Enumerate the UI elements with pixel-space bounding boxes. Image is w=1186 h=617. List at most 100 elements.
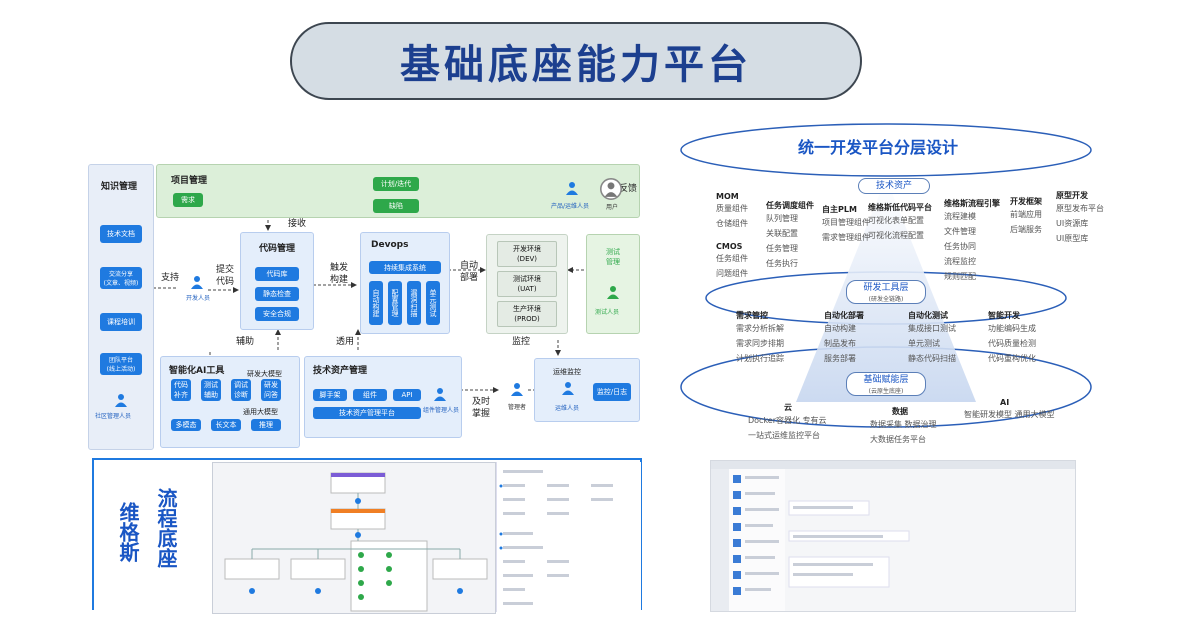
- person-icon: [115, 394, 127, 407]
- ai-tool-debug[interactable]: 调试 诊断: [231, 379, 251, 401]
- manager-icon: [511, 383, 523, 396]
- long-text-button[interactable]: 长文本: [211, 419, 241, 431]
- vertical-label-workflow-base: 流程底座: [154, 488, 178, 568]
- person-icon: [566, 182, 578, 195]
- requirement-button[interactable]: 需求: [173, 193, 203, 207]
- ops-panel: 运维监控 运维人员 监控/日志: [534, 358, 640, 422]
- env-uat[interactable]: 测试环境 (UAT): [497, 271, 557, 297]
- ops-person-label: 运维人员: [555, 405, 580, 412]
- manager-label: 管理者: [508, 404, 527, 411]
- knowledge-title: 知识管理: [101, 182, 138, 192]
- component-button[interactable]: 组件: [353, 389, 387, 401]
- ai-tool-qa[interactable]: 研发 问答: [261, 379, 281, 401]
- col-framework: 开发框架前端应用后端服务: [1010, 197, 1042, 234]
- unit-test-step[interactable]: 单元测试: [426, 281, 440, 325]
- col-task-scheduler: 任务调度组件队列管理关联配置任务管理任务执行: [766, 201, 814, 268]
- ci-system-button[interactable]: 持续集成系统: [369, 261, 441, 274]
- env-panel: 开发环境 (DEV) 测试环境 (UAT) 生产环境 (PROD): [486, 234, 568, 334]
- env-prod[interactable]: 生产环境 (PROD): [497, 301, 557, 327]
- devops-title: Devops: [371, 240, 409, 250]
- knowledge-item-share[interactable]: 交流分享 (文章、视频): [100, 267, 142, 289]
- ai-panel: 智能化AI工具 研发大模型 代码 补齐 测试 辅助 调试 诊断 研发 问答 通用…: [160, 356, 300, 448]
- user-icon: [600, 178, 622, 200]
- col-lowcode: 维格斯低代码平台可视化表单配置可视化流程配置: [868, 203, 932, 240]
- col-smart-dev: 智能开发功能编码生成代码质量检测代码重构优化: [988, 311, 1036, 363]
- layered-design-title: 统一开发平台分层设计: [798, 138, 959, 157]
- vuln-scan-step[interactable]: 漏洞扫描: [407, 281, 421, 325]
- tech-asset-pill[interactable]: 技术资产: [858, 178, 930, 194]
- component-admin-label: 组件管理人员: [423, 407, 460, 414]
- product-ops-label: 产品/运维人员: [551, 203, 590, 210]
- tester-icon: [607, 286, 619, 299]
- reasoning-button[interactable]: 推理: [251, 419, 281, 431]
- code-panel: 代码管理 代码库 静态检查 安全合规: [240, 232, 314, 330]
- general-llm-label: 通用大模型: [243, 408, 278, 416]
- community-admin-label: 社区管理人员: [95, 413, 132, 420]
- support-label: 支持: [161, 273, 180, 283]
- workflow-graph: [224, 472, 488, 612]
- config-step[interactable]: 配置管理: [388, 281, 402, 325]
- env-dev[interactable]: 开发环境 (DEV): [497, 241, 557, 267]
- ops-person-icon: [562, 382, 574, 395]
- workflow-form-screenshot: [496, 462, 641, 612]
- code-repo-button[interactable]: 代码库: [255, 267, 299, 281]
- code-title: 代码管理: [259, 244, 296, 254]
- rd-tools-title: 研发工具层: [863, 283, 909, 293]
- component-admin-icon: [434, 388, 446, 401]
- rd-tools-pill[interactable]: 研发工具层(研发全链路): [846, 280, 926, 304]
- knowledge-item-docs[interactable]: 技术文档: [100, 225, 142, 243]
- base-enable-pill[interactable]: 基础赋能层 (云原生底座): [846, 372, 926, 396]
- security-compliance-button[interactable]: 安全合规: [255, 307, 299, 321]
- monitor-log-button[interactable]: 监控/日志: [593, 383, 631, 401]
- ai-title: 智能化AI工具: [169, 366, 225, 376]
- base-enable-sub: (云原生底座): [868, 388, 904, 395]
- form-placeholder: [499, 470, 613, 605]
- reuse-label: 透用: [336, 337, 355, 347]
- developer-label: 开发人员: [186, 295, 211, 302]
- assets-title: 技术资产管理: [313, 366, 368, 376]
- col-auto-deploy: 自动化部署自动构建制品发布服务部署: [824, 311, 864, 363]
- trigger-build-label: 触发 构建: [330, 263, 349, 285]
- multimodal-button[interactable]: 多模态: [171, 419, 201, 431]
- asset-platform-button[interactable]: 技术资产管理平台: [313, 407, 421, 419]
- knowledge-panel: 知识管理 技术文档 交流分享 (文章、视频) 课程培训 团队平台 (线上活动) …: [88, 164, 154, 450]
- ai-tool-test[interactable]: 测试 辅助: [201, 379, 221, 401]
- assets-panel: 技术资产管理 脚手架 组件 API 技术资产管理平台 组件管理人员: [304, 356, 462, 438]
- user-label: 用户: [606, 204, 619, 211]
- page-title: 基础底座能力平台: [290, 22, 862, 100]
- app-placeholder: [711, 461, 1075, 611]
- knowledge-item-training[interactable]: 课程培训: [100, 313, 142, 331]
- col-data: 数据数据采集 数据治理大数据任务平台: [870, 407, 937, 444]
- col-req-control: 需求管控需求分析拆解需求同步排期计划执行追踪: [736, 311, 784, 363]
- submit-code-label: 提交 代码: [216, 265, 235, 287]
- base-enable-title: 基础赋能层: [863, 375, 909, 385]
- receive-label: 接收: [288, 219, 307, 229]
- devops-panel: Devops 持续集成系统 自动构建 配置管理 漏洞扫描 单元测试: [360, 232, 450, 334]
- ops-title: 运维监控: [553, 368, 581, 376]
- defect-button[interactable]: 缺陷: [373, 199, 419, 213]
- devops-architecture-diagram: 知识管理 技术文档 交流分享 (文章、视频) 课程培训 团队平台 (线上活动) …: [88, 160, 640, 450]
- monitor-label: 监控: [512, 337, 531, 347]
- test-title: 测试 管理: [606, 248, 620, 266]
- scaffold-button[interactable]: 脚手架: [313, 389, 347, 401]
- workflow-preview: 维格斯 流程底座: [92, 458, 642, 614]
- test-panel: 测试 管理 测试人员: [586, 234, 640, 334]
- project-panel: 项目管理 需求 计划/迭代 缺陷 产品/运维人员 反馈: [156, 164, 640, 218]
- ai-tool-complete[interactable]: 代码 补齐: [171, 379, 191, 401]
- knowledge-item-team[interactable]: 团队平台 (线上活动): [100, 353, 142, 375]
- api-button[interactable]: API: [393, 389, 421, 401]
- plan-iteration-button[interactable]: 计划/迭代: [373, 177, 419, 191]
- developer-icon: [191, 276, 203, 289]
- rd-llm-label: 研发大模型: [247, 370, 282, 378]
- auto-deploy-label: 自动 部署: [460, 261, 479, 283]
- static-check-button[interactable]: 静态检查: [255, 287, 299, 301]
- auto-build-step[interactable]: 自动构建: [369, 281, 383, 325]
- app-preview-screenshot: [710, 460, 1076, 612]
- project-title: 项目管理: [171, 176, 208, 186]
